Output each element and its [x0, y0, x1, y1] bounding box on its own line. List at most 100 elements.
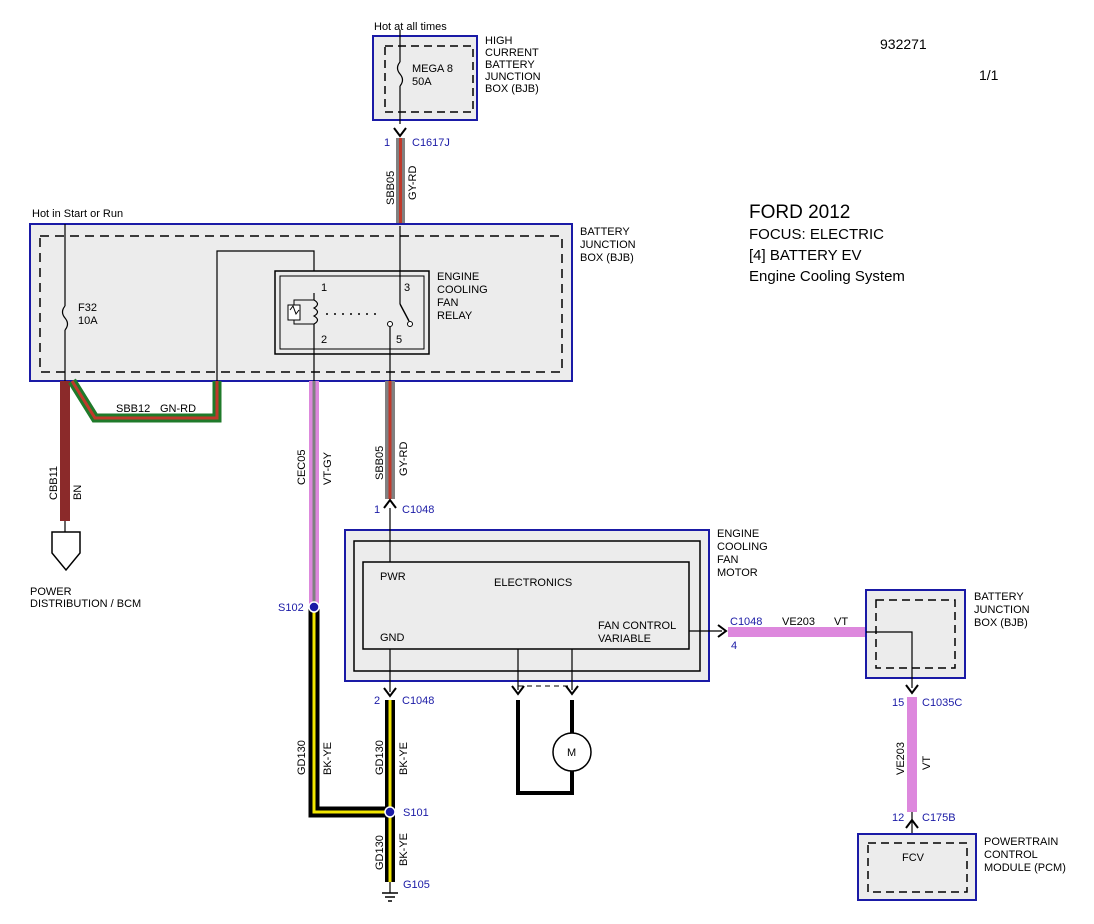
gd130-bottom-circuit: GD130: [374, 835, 386, 870]
c1048-pwr-name: C1048: [402, 504, 434, 516]
ve203-h-circuit: VE203: [782, 616, 815, 628]
fan-control-label-1: FAN CONTROL: [598, 620, 676, 632]
relay-label-4: RELAY: [437, 310, 473, 322]
cec05-circuit: CEC05: [296, 450, 308, 485]
sheet-number: 932271: [880, 36, 927, 52]
high-current-bjb: Hot at all times MEGA 8 50A HIGH CURRENT…: [372, 21, 541, 149]
pcm-label-1: POWERTRAIN: [984, 836, 1058, 848]
relay-label-3: FAN: [437, 297, 458, 309]
splice-s101-label: S101: [403, 807, 429, 819]
relay-coil-icon: [287, 293, 319, 340]
connector-arrow-icon: [383, 687, 397, 698]
pcm-label-2: CONTROL: [984, 849, 1038, 861]
wire-ve203-horizontal: VE203 VT: [728, 616, 866, 637]
power-distribution-connector-icon: [51, 531, 81, 572]
relay-pin-3: 3: [404, 282, 410, 294]
gd130-left-circuit: GD130: [296, 740, 308, 775]
fan-motor-label-2: COOLING: [717, 541, 768, 553]
relay-label-2: COOLING: [437, 284, 488, 296]
bjb-main-label-3: BOX (BJB): [580, 252, 634, 264]
relay-pin-2: 2: [321, 334, 327, 346]
ground-icon: [382, 882, 398, 902]
gnd-label: GND: [380, 632, 405, 644]
ground-g105-label: G105: [403, 879, 430, 891]
hot-at-all-times-note: Hot at all times: [374, 21, 447, 33]
bjb-right-label-2: JUNCTION: [974, 604, 1030, 616]
relay-label-1: ENGINE: [437, 271, 479, 283]
wire-gd130-right: GD130 BK-YE: [374, 700, 410, 812]
splice-s101-icon: [384, 806, 396, 818]
engine-cooling-fan-motor: ENGINE COOLING FAN MOTOR ELECTRONICS PWR…: [344, 508, 768, 795]
hcbjb-label-4: JUNCTION: [485, 71, 541, 83]
sbb05-mid-color: GY-RD: [398, 442, 410, 476]
hcbjb-label-2: CURRENT: [485, 47, 539, 59]
wire-gd130-bottom: GD130 BK-YE: [374, 812, 410, 882]
pcm-inner-label: FCV: [902, 852, 925, 864]
c1617j-pin: 1: [384, 137, 390, 149]
fuse-f32-name: F32: [78, 302, 97, 314]
wire-cbb11: CBB11 BN POWER DISTRIBUTION / BCM: [30, 381, 141, 610]
sbb05-top-circuit: SBB05: [385, 171, 397, 205]
mega-fuse-rating: 50A: [412, 76, 432, 88]
connector-arrow-icon: [717, 624, 728, 638]
electronics-label: ELECTRONICS: [494, 577, 572, 589]
gd130-bottom-color: BK-YE: [398, 833, 410, 866]
wire-sbb05-top: SBB05 GY-RD: [385, 138, 419, 226]
c175b-name: C175B: [922, 812, 956, 824]
sbb12-circuit: SBB12: [116, 403, 150, 415]
gd130-right-color: BK-YE: [398, 742, 410, 775]
wire-sbb05-mid: SBB05 GY-RD 1 C1048: [374, 381, 434, 516]
mega-fuse-name: MEGA 8: [412, 63, 453, 75]
power-distribution-label-1: POWER: [30, 586, 72, 598]
c1048-gnd-pin: 2: [374, 695, 380, 707]
c1048-ctrl-pin: 4: [731, 640, 737, 652]
splice-s102-label: S102: [278, 602, 304, 614]
power-distribution-label-2: DISTRIBUTION / BCM: [30, 598, 141, 610]
connector-arrow-icon: [565, 685, 579, 696]
battery-junction-box-right: BATTERY JUNCTION BOX (BJB) 15 C1035C: [865, 589, 1030, 709]
bjb-right-label-3: BOX (BJB): [974, 617, 1028, 629]
c1617j-connector: C1617J: [412, 137, 450, 149]
bjb-main-label-2: JUNCTION: [580, 239, 636, 251]
wire-ve203-vertical: VE203 VT 12 C175B: [892, 697, 956, 860]
fuse-f32-icon: [61, 305, 69, 331]
c1048-ctrl-name: C1048: [730, 616, 762, 628]
fan-motor-label-1: ENGINE: [717, 528, 759, 540]
cbb11-color: BN: [72, 485, 84, 500]
relay-pin-1: 1: [321, 282, 327, 294]
title-block: FORD 2012 FOCUS: ELECTRIC [4] BATTERY EV…: [749, 202, 905, 285]
splice-s102-icon: [308, 601, 320, 613]
title-line-4: Engine Cooling System: [749, 268, 905, 285]
relay-switch-icon: [399, 303, 410, 322]
relay-pin-5: 5: [396, 334, 402, 346]
title-line-2: FOCUS: ELECTRIC: [749, 226, 884, 243]
connector-arrow-icon: [383, 498, 397, 509]
gd130-left-color: BK-YE: [322, 742, 334, 775]
hcbjb-label-5: BOX (BJB): [485, 83, 539, 95]
ve203-v-color: VT: [921, 756, 933, 770]
gd130-right-circuit: GD130: [374, 740, 386, 775]
cec05-color: VT-GY: [322, 451, 334, 485]
sbb05-mid-circuit: SBB05: [374, 446, 386, 480]
c1035c-name: C1035C: [922, 697, 962, 709]
ve203-v-circuit: VE203: [895, 742, 907, 775]
title-line-1: FORD 2012: [749, 202, 850, 223]
connector-arrow-icon: [905, 684, 919, 695]
hcbjb-label-3: BATTERY: [485, 59, 535, 71]
pwr-label: PWR: [380, 571, 406, 583]
sbb12-color: GN-RD: [160, 403, 196, 415]
sheet-page: 1/1: [979, 67, 999, 83]
cbb11-circuit: CBB11: [48, 466, 60, 500]
motor-symbol: M: [567, 747, 576, 759]
fuse-f32-rating: 10A: [78, 315, 98, 327]
hcbjb-label-1: HIGH: [485, 35, 513, 47]
wire-sbb12: SBB12 GN-RD: [68, 378, 222, 423]
connector-arrow-icon: [393, 127, 407, 138]
c175b-pin: 12: [892, 812, 904, 824]
c1048-pwr-pin: 1: [374, 504, 380, 516]
bjb-right-label-1: BATTERY: [974, 591, 1024, 603]
ve203-h-color: VT: [834, 616, 848, 628]
powertrain-control-module: FCV POWERTRAIN CONTROL MODULE (PCM): [857, 833, 1066, 901]
title-line-3: [4] BATTERY EV: [749, 247, 862, 264]
